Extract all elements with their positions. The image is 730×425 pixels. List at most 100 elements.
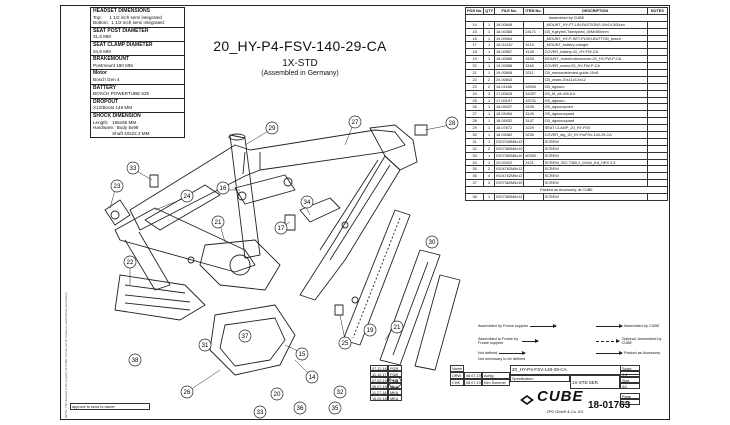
table-cell (646, 62, 669, 71)
callout-21[interactable]: 21 (390, 320, 404, 334)
callout-circle (198, 338, 212, 352)
table-cell (646, 193, 669, 201)
table-cell: 19-00588 (494, 62, 525, 71)
callout-circle (180, 385, 194, 399)
table-cell: 1 (483, 27, 496, 36)
table-cell (523, 144, 544, 153)
callout-20[interactable]: 20 (270, 387, 284, 401)
callout-33[interactable]: 33 (126, 161, 140, 175)
table-cell: 3229 (523, 124, 544, 133)
callout-30[interactable]: 30 (425, 235, 439, 249)
callout-label: 37 (242, 333, 249, 340)
table-cell: 2 (483, 75, 496, 84)
callout-31[interactable]: 31 (198, 338, 212, 352)
table-cell: 19-00808 (494, 69, 525, 77)
callout-circle (333, 385, 347, 399)
callout-23[interactable]: 23 (110, 179, 124, 193)
callout-25[interactable]: 25 (338, 336, 352, 350)
table-cell: ISO7380M5x12 (494, 193, 525, 201)
section-row: Packed as Accessory, at CUBE (465, 186, 668, 195)
table-cell (646, 172, 669, 181)
spec-value: Hardware: Body 5x98 (93, 125, 139, 131)
callout-label: 17 (278, 225, 285, 232)
callout-22[interactable]: 22 (123, 255, 137, 269)
spec-heading: DROPOUT (93, 98, 118, 105)
approve-note: approve to send to owner (70, 403, 150, 410)
table-cell: 3219 (523, 41, 544, 50)
table-cell: CB_dgwuroquard (542, 117, 648, 126)
table-cell (646, 179, 669, 188)
table-cell: 1 (483, 41, 496, 50)
legend-not-defined: Not defined (478, 350, 527, 355)
table-cell: CB_Kgeyhin-Twenpired_40Mx500mm (542, 27, 648, 36)
model-title: 20_HY-P4-FSV-140-29-CA (213, 38, 387, 54)
callout-28[interactable]: 28 (445, 116, 459, 130)
callout-label: 24 (184, 193, 191, 200)
column-header: DESCRIPTION (542, 7, 648, 15)
arrow-icon (596, 350, 623, 355)
callout-15[interactable]: 15 (295, 347, 309, 361)
callout-33[interactable]: 33 (253, 405, 267, 419)
revision-date: 11.27.18 (370, 389, 388, 395)
callout-35[interactable]: 35 (328, 401, 342, 415)
callout-circle (110, 179, 124, 193)
revision-author: PGR (388, 365, 402, 371)
table-cell (523, 172, 544, 181)
callout-34[interactable]: 34 (300, 195, 314, 209)
legend-packed-accessory: Packed as Accessory (596, 350, 660, 355)
table-cell: 18-G4167 (494, 41, 525, 50)
spec-value: BOSCH POWERTUBE 625 (93, 91, 150, 97)
callout-24[interactable]: 24 (180, 189, 194, 203)
spec-value: Postmount 180 MM (93, 62, 133, 68)
table-cell: 1 (483, 131, 496, 139)
table-cell: 3160 (523, 62, 544, 71)
callout-26[interactable]: 26 (180, 385, 194, 399)
table-cell: 17-00197 (494, 96, 525, 105)
table-cell (646, 82, 669, 91)
revision-date: 11.10.17 (370, 371, 388, 377)
revision-date: 05.07.19 (370, 383, 388, 389)
callout-label: 25 (342, 340, 349, 347)
table-cell: COVER_battery-20_HY-FW-CA (542, 48, 648, 57)
arrow-icon (499, 350, 527, 355)
table-cell (646, 144, 669, 153)
spec-heading: Motor (93, 70, 107, 77)
table-cell (646, 96, 669, 105)
callout-label: 36 (297, 405, 304, 412)
table-cell: 2 (483, 165, 496, 174)
side-note-strip: NOTE: This drawing is the property of CU… (62, 8, 76, 418)
table-cell: 33934 (523, 82, 544, 91)
callout-29[interactable]: 29 (265, 121, 279, 135)
callout-38[interactable]: 38 (128, 353, 142, 367)
legend-frame-supplier-note: Assembled to Frame by Frame supplier (478, 337, 540, 345)
callout-16[interactable]: 16 (216, 181, 230, 195)
callout-32[interactable]: 32 (333, 385, 347, 399)
callout-37[interactable]: 37 (238, 329, 252, 343)
callout-27[interactable]: 27 (348, 115, 362, 129)
table-cell (646, 137, 669, 146)
section-row: Assembled by CUBE (465, 13, 668, 22)
callout-19[interactable]: 19 (363, 323, 377, 337)
table-cell: 17-00628 (494, 89, 525, 98)
table-cell: SEAT CLAMP_20_HY-FSV (542, 124, 648, 133)
callout-21[interactable]: 21 (211, 215, 225, 229)
table-cell: 14 (464, 20, 485, 29)
callout-17[interactable]: 17 (274, 221, 288, 235)
callout-14[interactable]: 14 (305, 370, 319, 384)
callout-36[interactable]: 36 (293, 401, 307, 415)
